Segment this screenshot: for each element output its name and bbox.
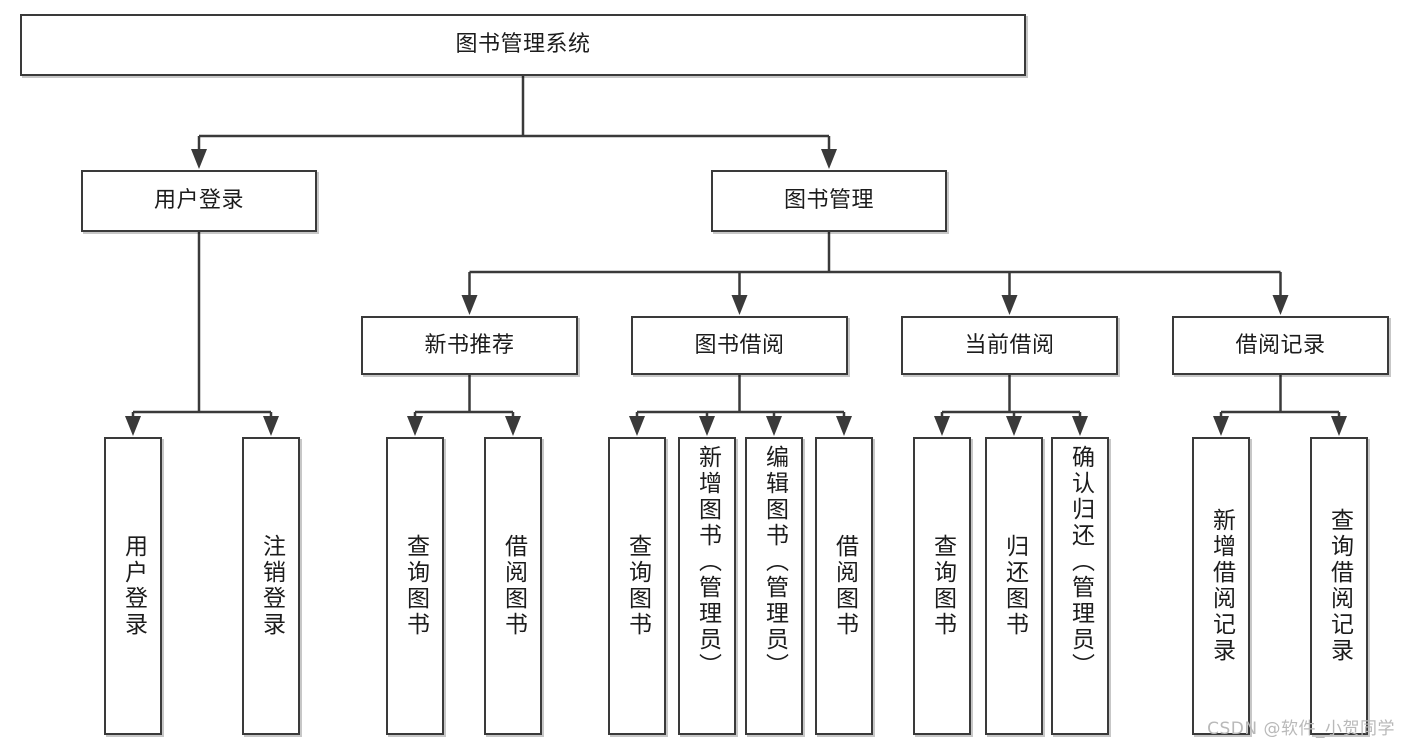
edge-arrowhead (1272, 295, 1289, 315)
edge-arrowhead (821, 149, 837, 169)
edge-arrowhead (505, 416, 521, 436)
node-label: 借阅图书 (500, 534, 527, 638)
edge-arrowhead (407, 416, 423, 436)
edge-arrowhead (934, 416, 950, 436)
node-leaf-logout[interactable]: 注销登录 (242, 437, 300, 735)
node-leaf-return[interactable]: 归还图书 (985, 437, 1043, 735)
edge-arrowhead (1072, 416, 1088, 436)
node-label: 用户登录 (153, 188, 244, 214)
node-leaf-confirm[interactable]: 确认归还（管理员） (1051, 437, 1109, 735)
node-label: 借阅图书 (831, 534, 858, 638)
node-label: 当前借阅 (964, 332, 1055, 358)
node-leaf-borrow-2[interactable]: 借阅图书 (815, 437, 873, 735)
node-label: 新增借阅记录 (1208, 508, 1235, 664)
edge-arrowhead (699, 416, 715, 436)
edge-arrowhead (629, 416, 645, 436)
node-leaf-add-book[interactable]: 新增图书（管理员） (678, 437, 736, 735)
edge-arrowhead (1006, 416, 1022, 436)
node-label: 图书管理 (783, 188, 874, 214)
node-user-login[interactable]: 用户登录 (81, 170, 317, 232)
node-label: 归还图书 (1001, 534, 1028, 638)
edge-arrowhead (766, 416, 782, 436)
edge-arrowhead (731, 295, 748, 315)
node-label: 确认归还（管理员） (1067, 445, 1094, 679)
node-label: 图书借阅 (694, 332, 785, 358)
node-label: 编辑图书（管理员） (761, 445, 788, 679)
edge-arrowhead (191, 149, 207, 169)
node-leaf-borrow-1[interactable]: 借阅图书 (484, 437, 542, 735)
node-label: 查询图书 (624, 534, 651, 638)
node-label: 查询图书 (929, 534, 956, 638)
edge-arrowhead (836, 416, 852, 436)
edge-arrowhead (1213, 416, 1229, 436)
edge-arrowhead (1331, 416, 1347, 436)
node-label: 用户登录 (120, 534, 147, 638)
node-label: 查询图书 (402, 534, 429, 638)
node-label: 借阅记录 (1235, 332, 1326, 358)
node-label: 新书推荐 (424, 332, 515, 358)
node-current-borrow[interactable]: 当前借阅 (901, 316, 1118, 375)
node-label: 查询借阅记录 (1326, 508, 1353, 664)
node-leaf-user-login[interactable]: 用户登录 (104, 437, 162, 735)
watermark: CSDN @软件_小贺同学 (1207, 719, 1395, 739)
node-label: 图书管理系统 (455, 32, 591, 58)
edge-arrowhead (1001, 295, 1018, 315)
node-new-book-rec[interactable]: 新书推荐 (361, 316, 578, 375)
edge-arrowhead (461, 295, 478, 315)
edge-arrowhead (263, 416, 279, 436)
node-leaf-query-rec[interactable]: 查询借阅记录 (1310, 437, 1368, 735)
edge-arrowhead (125, 416, 141, 436)
node-leaf-add-rec[interactable]: 新增借阅记录 (1192, 437, 1250, 735)
node-label: 注销登录 (258, 534, 285, 638)
node-label: 新增图书（管理员） (694, 445, 721, 679)
node-book-borrow[interactable]: 图书借阅 (631, 316, 848, 375)
node-book-manage[interactable]: 图书管理 (711, 170, 947, 232)
node-leaf-query-2[interactable]: 查询图书 (608, 437, 666, 735)
node-leaf-edit-book[interactable]: 编辑图书（管理员） (745, 437, 803, 735)
node-leaf-query-3[interactable]: 查询图书 (913, 437, 971, 735)
node-root[interactable]: 图书管理系统 (20, 14, 1026, 76)
node-borrow-record[interactable]: 借阅记录 (1172, 316, 1389, 375)
node-leaf-query-1[interactable]: 查询图书 (386, 437, 444, 735)
